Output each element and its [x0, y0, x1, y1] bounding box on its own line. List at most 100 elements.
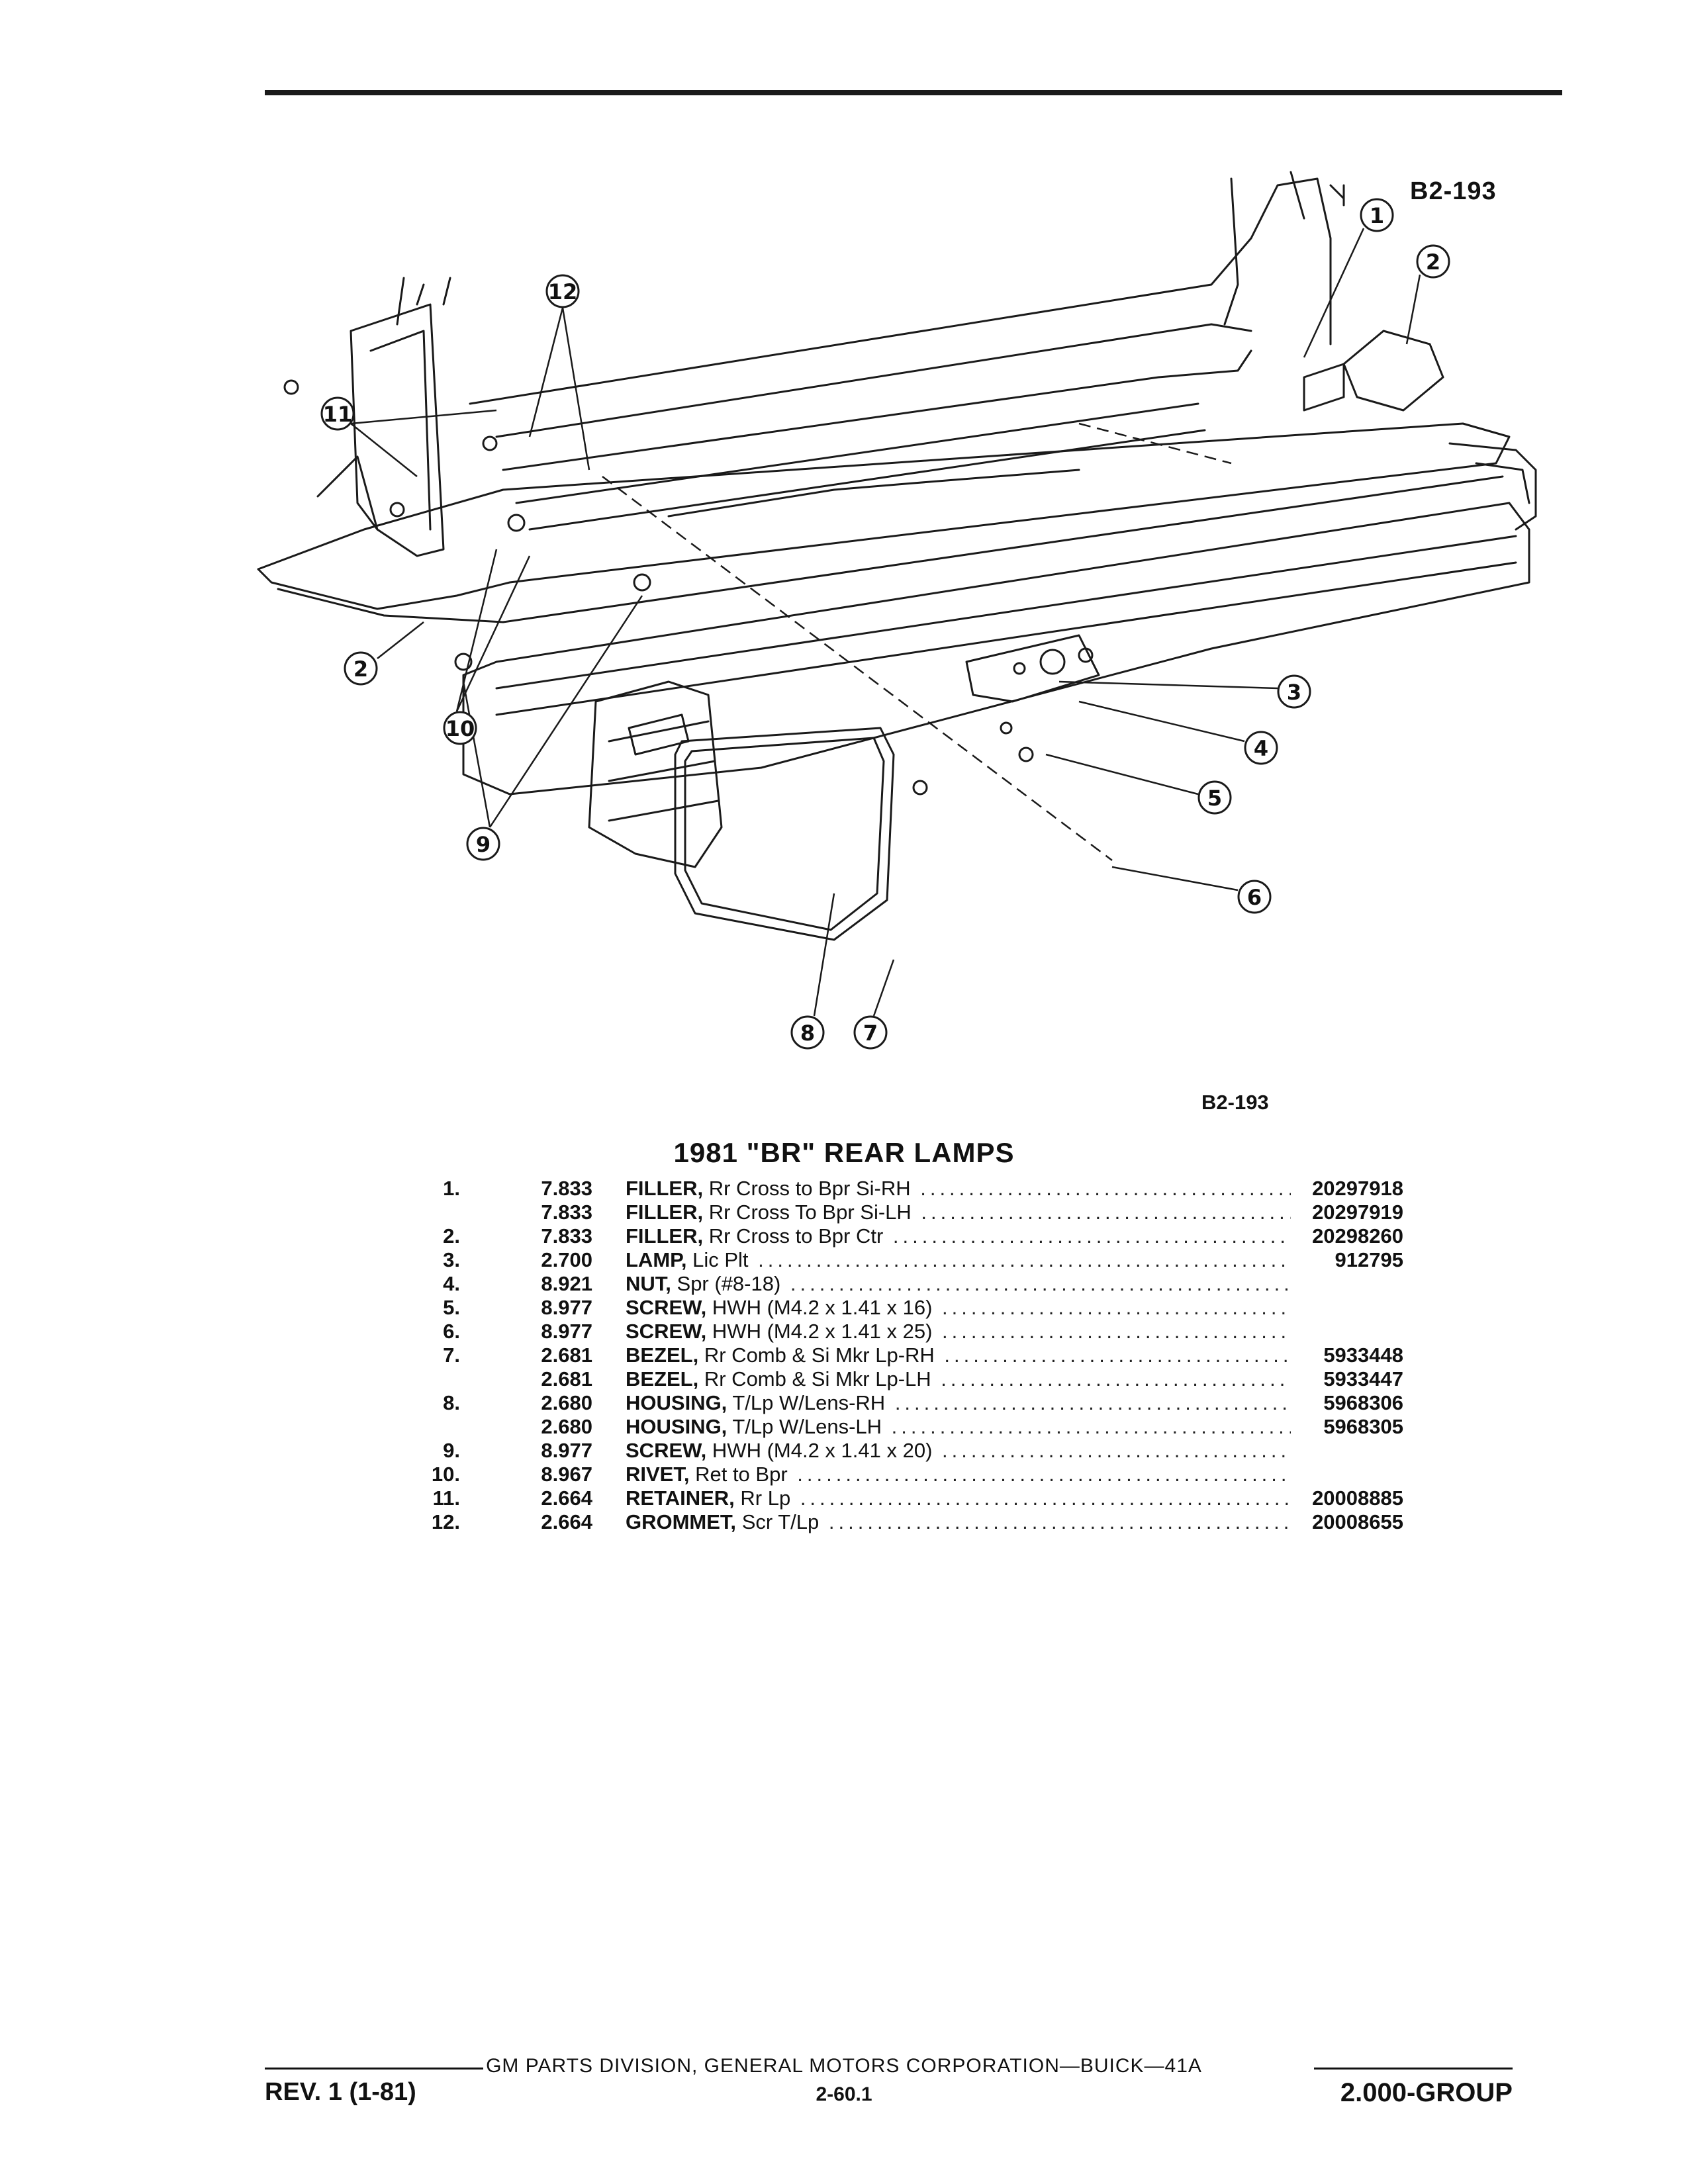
- item-number: 10.: [431, 1463, 460, 1486]
- part-detail: T/Lp W/Lens-LH: [732, 1415, 882, 1438]
- part-number: 912795: [1335, 1248, 1403, 1271]
- part-name: GROMMET,: [626, 1510, 737, 1533]
- callout-10-label: 10: [445, 716, 475, 741]
- exploded-parts-diagram: 1 2 11 12 2 10 9 3 4 5 6 8 7: [257, 171, 1537, 1050]
- dot-leader: ........................................…: [828, 1510, 1291, 1533]
- part-detail: Spr (#8-18): [677, 1272, 781, 1295]
- part-number: 5933448: [1323, 1343, 1403, 1367]
- part-name: NUT,: [626, 1272, 671, 1295]
- dot-leader: ........................................…: [891, 1415, 1291, 1438]
- item-number: 7.: [443, 1343, 460, 1367]
- part-detail: Ret to Bpr: [695, 1463, 788, 1486]
- callout-6-label: 6: [1247, 885, 1262, 910]
- callout-12-label: 12: [548, 279, 578, 304]
- callout-6: [1237, 880, 1272, 914]
- footer-page-number: 2-60.1: [816, 2083, 872, 2105]
- item-number: [397, 1367, 460, 1391]
- part-detail: Rr Lp: [740, 1486, 791, 1510]
- item-number: 3.: [443, 1248, 460, 1271]
- dot-leader: ........................................…: [942, 1320, 1291, 1343]
- part-number: [1291, 1439, 1403, 1463]
- callout-2-right-label: 2: [1426, 250, 1440, 275]
- callout-2-left-label: 2: [353, 657, 368, 682]
- dot-leader: ........................................…: [942, 1296, 1291, 1319]
- callout-1: [1360, 198, 1394, 232]
- part-detail: Rr Cross To Bpr Si-LH: [708, 1201, 912, 1224]
- footer-group: 2.000-GROUP: [1340, 2078, 1513, 2107]
- part-description: SCREW, HWH (M4.2 x 1.41 x 16) ..........…: [626, 1296, 1291, 1320]
- part-name: FILLER,: [626, 1224, 704, 1248]
- tail-lamp-housing: [588, 680, 723, 868]
- part-description: FILLER, Rr Cross To Bpr Si-LH ..........…: [626, 1201, 1291, 1224]
- callout-4: [1244, 731, 1278, 765]
- part-detail: Rr Comb & Si Mkr Lp-LH: [704, 1367, 931, 1390]
- callout-9: [466, 827, 500, 861]
- item-number: 12.: [431, 1510, 460, 1533]
- callout-7: [853, 1015, 888, 1050]
- callout-4-label: 4: [1254, 736, 1268, 761]
- callout-11-label: 11: [323, 402, 353, 427]
- item-number: 5.: [443, 1296, 460, 1319]
- dot-leader: ........................................…: [921, 1201, 1291, 1224]
- part-description: NUT, Spr (#8-18) .......................…: [626, 1272, 1291, 1296]
- callout-2-right: [1416, 244, 1450, 279]
- part-description: SCREW, HWH (M4.2 x 1.41 x 25) ..........…: [626, 1320, 1291, 1343]
- top-rule: [265, 90, 1562, 95]
- part-detail: Rr Cross to Bpr Ctr: [708, 1224, 884, 1248]
- callout-11: [320, 396, 355, 431]
- body-panel: [469, 177, 1332, 405]
- group-number: 2.664: [541, 1486, 592, 1510]
- part-number: [1291, 1320, 1403, 1343]
- callout-9-label: 9: [476, 832, 491, 857]
- part-number: 20297918: [1312, 1177, 1403, 1200]
- item-number: [397, 1201, 460, 1224]
- item-number: 6.: [443, 1320, 460, 1343]
- footer-division: GM PARTS DIVISION, GENERAL MOTORS CORPOR…: [486, 2055, 1202, 2077]
- group-number: 2.680: [541, 1391, 592, 1414]
- group-number: 8.921: [541, 1272, 592, 1295]
- part-detail: Rr Cross to Bpr Si-RH: [708, 1177, 911, 1200]
- dot-leader: ........................................…: [892, 1224, 1291, 1248]
- dot-leader: ........................................…: [797, 1463, 1291, 1486]
- dot-leader: ........................................…: [942, 1439, 1291, 1462]
- bumper-filler: [257, 422, 1511, 610]
- footer-rule-left: [265, 2068, 483, 2070]
- callout-5: [1197, 780, 1232, 815]
- group-number: 2.681: [541, 1343, 592, 1367]
- part-name: SCREW,: [626, 1439, 707, 1462]
- part-description: RIVET, Ret to Bpr ......................…: [626, 1463, 1291, 1486]
- part-description: LAMP, Lic Plt ..........................…: [626, 1248, 1291, 1272]
- section-title: 1981 "BR" REAR LAMPS: [673, 1137, 1015, 1168]
- group-number: 7.833: [541, 1177, 592, 1200]
- part-name: LAMP,: [626, 1248, 687, 1271]
- part-detail: HWH (M4.2 x 1.41 x 16): [712, 1296, 933, 1319]
- callout-5-label: 5: [1207, 786, 1222, 811]
- item-number: 2.: [443, 1224, 460, 1248]
- end-bracket: [1342, 330, 1444, 412]
- part-number: 5933447: [1323, 1367, 1403, 1390]
- group-number: 8.977: [541, 1439, 592, 1462]
- group-number: 7.833: [541, 1201, 592, 1224]
- part-detail: Lic Plt: [692, 1248, 749, 1271]
- item-number: 9.: [443, 1439, 460, 1462]
- dot-leader: ........................................…: [790, 1272, 1291, 1295]
- dot-leader: ........................................…: [758, 1248, 1291, 1271]
- callout-8-label: 8: [800, 1021, 815, 1046]
- part-number: 20008655: [1312, 1510, 1403, 1533]
- license-lamp: [965, 634, 1100, 703]
- callout-10: [443, 711, 477, 745]
- footer-revision: REV. 1 (1-81): [265, 2078, 416, 2106]
- part-description: RETAINER, Rr Lp ........................…: [626, 1486, 1291, 1510]
- item-number: [397, 1415, 460, 1439]
- callout-12: [545, 274, 580, 308]
